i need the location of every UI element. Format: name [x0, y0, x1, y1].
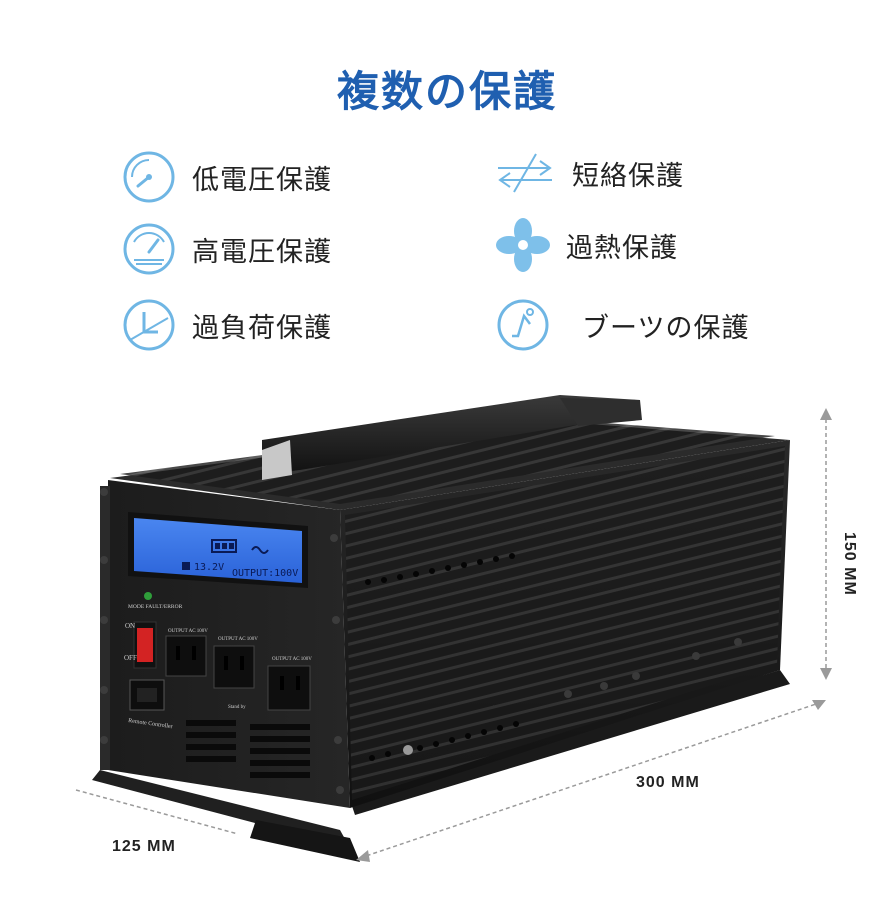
feature-label: ブーツの保護: [582, 312, 750, 344]
feature-boot-protection: ブーツの保護: [496, 298, 749, 352]
lcd-output-text: OUTPUT:100V: [232, 568, 298, 579]
feature-label: 低電圧保護: [192, 164, 332, 196]
stand-by-label: Stand by: [228, 705, 246, 710]
overload-icon: [122, 298, 176, 352]
feature-label: 過熱保護: [566, 232, 678, 264]
feature-short-circuit: 短絡保護: [494, 146, 684, 200]
dimension-depth: 125 MM: [112, 838, 176, 855]
power-switch[interactable]: [137, 628, 153, 662]
boot-protection-icon: [496, 298, 550, 352]
inverter-illustration: 13.2V OUTPUT:100V MODE FAULT/ERROR ON OF…: [75, 395, 832, 862]
status-led: [144, 592, 152, 600]
feature-label: 短絡保護: [572, 160, 684, 192]
mode-label: MODE FAULT/ERROR: [128, 604, 183, 610]
gauge-low-icon: [122, 150, 176, 204]
inverter-product-image: 13.2V OUTPUT:100V MODE FAULT/ERROR ON OF…: [0, 360, 894, 894]
gauge-high-icon: [122, 222, 176, 276]
switch-on-label: ON: [125, 622, 135, 630]
dimension-length: 300 MM: [636, 774, 700, 791]
feature-high-voltage: 高電圧保護: [122, 222, 332, 276]
switch-off-label: OFF: [124, 654, 137, 662]
outlet-label: OUTPUT AC 100V: [218, 637, 258, 642]
lcd-screen: [134, 518, 302, 583]
feature-label: 高電圧保護: [192, 236, 332, 268]
ac-outlet-3: OUTPUT AC 100V: [267, 657, 312, 711]
outlet-label: OUTPUT AC 100V: [272, 657, 312, 662]
ac-outlet-2: OUTPUT AC 100V: [213, 637, 258, 689]
feature-overload: 過負荷保護: [122, 298, 332, 352]
outlet-label: OUTPUT AC 100V: [168, 629, 208, 634]
feature-low-voltage: 低電圧保護: [122, 150, 332, 204]
fan-icon: [496, 218, 550, 272]
lcd-voltage-text: 13.2V: [194, 562, 224, 573]
feature-overheat: 過熱保護: [496, 218, 678, 272]
page-title: 複数の保護: [336, 67, 557, 116]
ac-outlet-1: OUTPUT AC 100V: [165, 629, 208, 677]
short-circuit-arrows-icon: [494, 146, 556, 200]
feature-label: 過負荷保護: [192, 312, 332, 344]
dimension-height: 150 MM: [841, 532, 858, 596]
